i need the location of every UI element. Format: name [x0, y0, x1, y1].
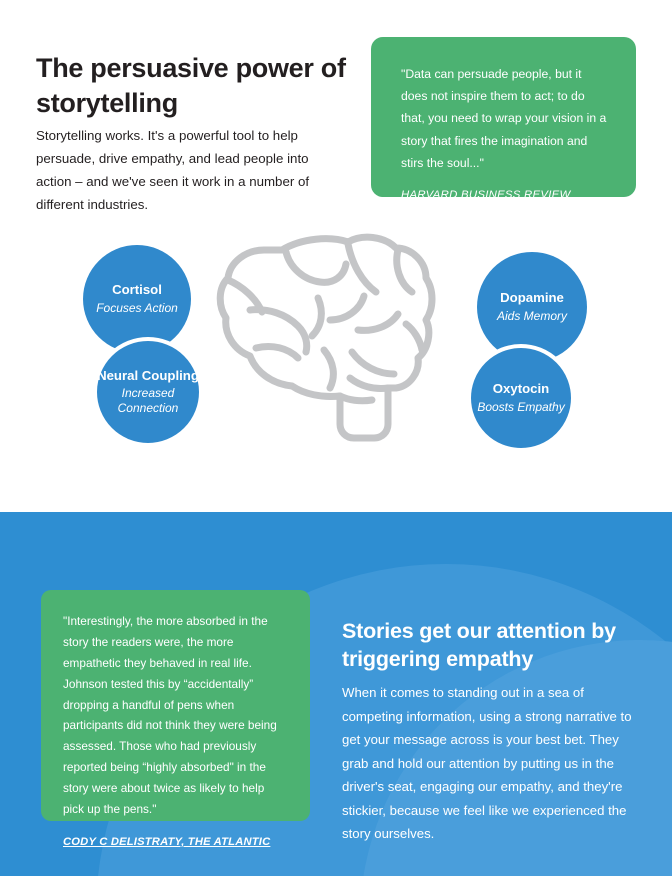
info-circle-title: Dopamine — [500, 290, 564, 306]
info-circle-title: Neural Coupling — [97, 367, 199, 383]
quote-attribution[interactable]: CODY C DELISTRATY, THE ATLANTIC — [63, 835, 271, 848]
brain-outline-icon — [212, 228, 442, 456]
info-circle-subtitle: Increased Connection — [117, 386, 179, 416]
info-circle-subtitle: Boosts Empathy — [477, 399, 565, 414]
quote-attribution: HARVARD BUSINESS REVIEW — [401, 189, 571, 202]
page-title: The persuasive power of storytelling — [36, 53, 346, 118]
info-circle-neural-coupling: Neural Coupling Increased Connection — [93, 337, 203, 447]
intro-paragraph: Storytelling works. It's a powerful tool… — [36, 128, 310, 212]
info-circle-oxytocin: Oxytocin Boosts Empathy — [467, 344, 575, 452]
quote-card-atlantic: "Interestingly, the more absorbed in the… — [41, 590, 310, 848]
top-white-section: The persuasive power of storytelling Sto… — [36, 37, 636, 456]
info-circle-subtitle: Focuses Action — [96, 300, 178, 315]
info-circle-subtitle: Aids Memory — [496, 308, 567, 323]
section-paragraph: When it comes to standing out in a sea o… — [342, 685, 632, 842]
info-circle-cortisol: Cortisol Focuses Action — [83, 245, 191, 353]
quote-text: "Data can persuade people, but it does n… — [401, 67, 607, 170]
section-heading: Stories get our attention by triggering … — [342, 618, 616, 671]
info-circle-title: Oxytocin — [492, 381, 550, 397]
quote-text: "Interestingly, the more absorbed in the… — [63, 614, 277, 816]
info-circle-title: Cortisol — [112, 282, 162, 298]
quote-card-harvard: "Data can persuade people, but it does n… — [371, 37, 636, 201]
info-circle-dopamine: Dopamine Aids Memory — [477, 252, 587, 362]
